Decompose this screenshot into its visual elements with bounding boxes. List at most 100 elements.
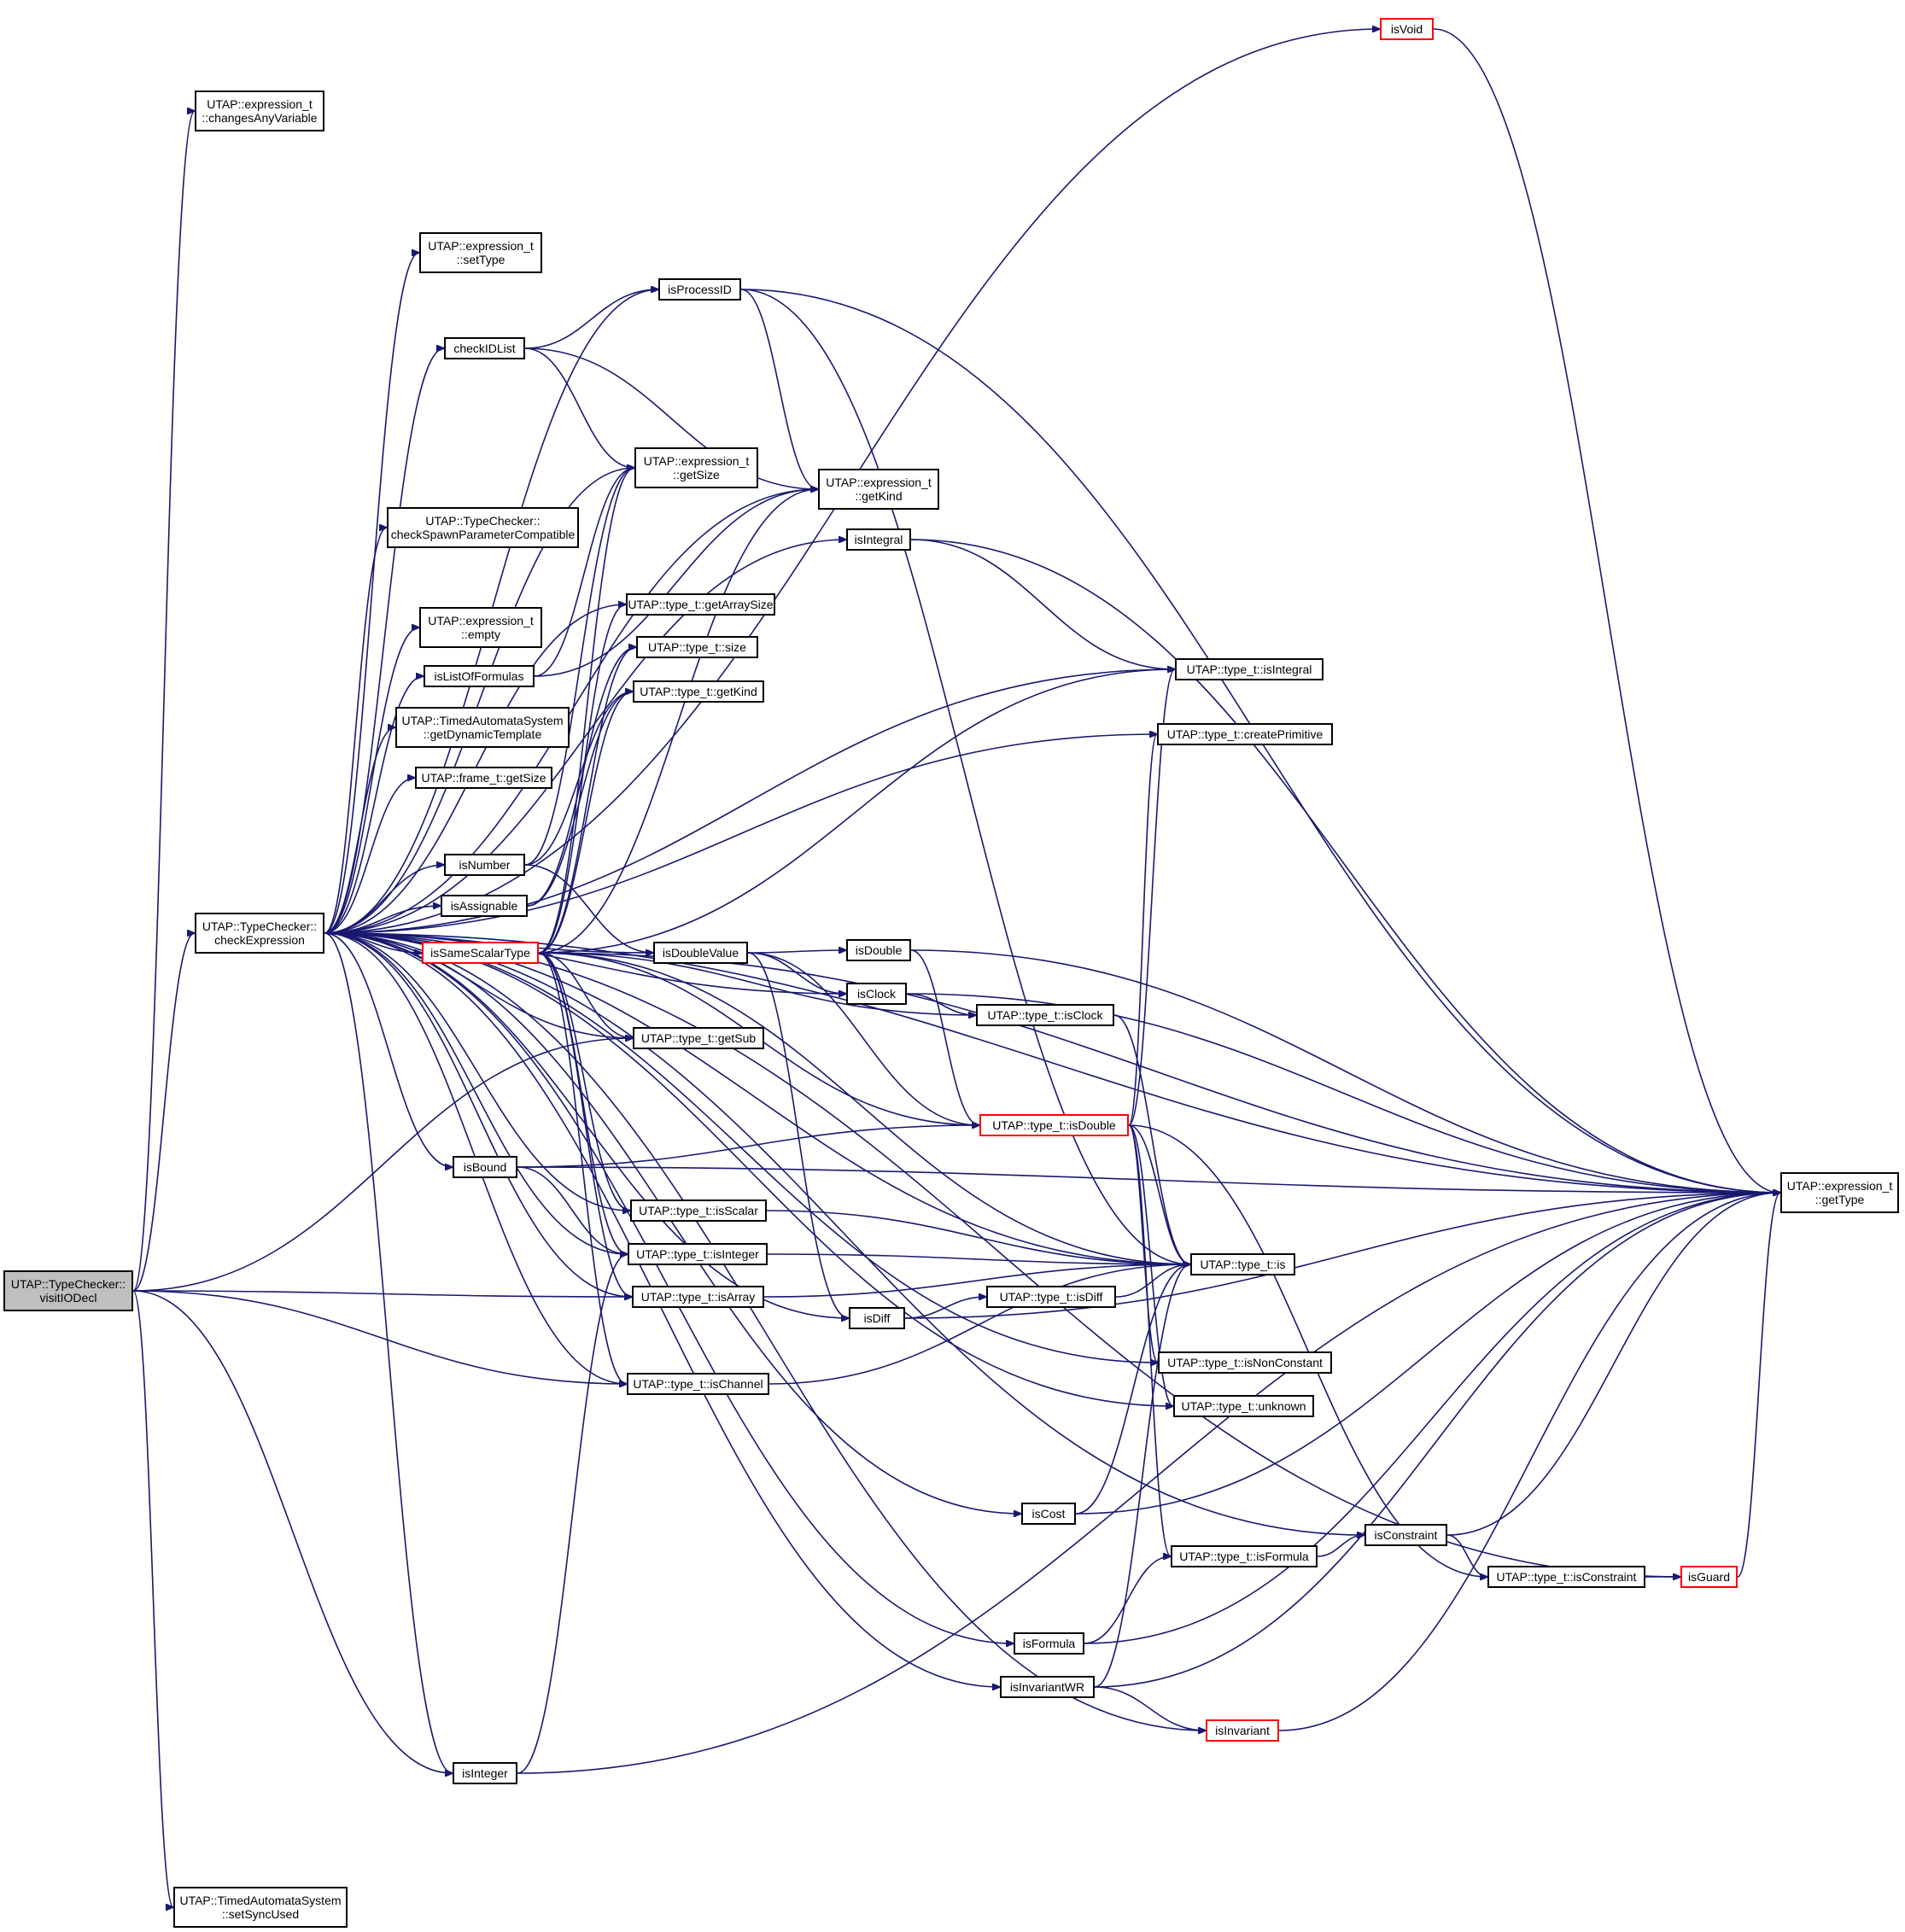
node-label-line: isGuard [1687, 1570, 1731, 1584]
edge-typeIsDouble-to-typeIsIntegral [1128, 669, 1175, 1126]
node-label-line: ::getDynamicTemplate [423, 727, 542, 741]
node-isBound[interactable]: isBound [453, 1156, 517, 1178]
node-typeIs[interactable]: UTAP::type_t::is [1190, 1253, 1295, 1275]
edge-isDouble-to-exprGetType [910, 949, 1780, 1193]
node-typeIsArray[interactable]: UTAP::type_t::isArray [632, 1286, 764, 1308]
node-checkExpression[interactable]: UTAP::TypeChecker::checkExpression [195, 913, 324, 954]
node-isDoubleValue[interactable]: isDoubleValue [653, 942, 748, 964]
edge-typeIsDouble-to-createPrimitive [1128, 734, 1157, 1126]
node-label-line: isDouble [855, 943, 903, 957]
node-isGuard[interactable]: isGuard [1680, 1566, 1738, 1588]
node-label-line: UTAP::expression_t [207, 97, 313, 111]
node-label-line: UTAP::type_t::isArray [640, 1290, 756, 1304]
node-isVoid[interactable]: isVoid [1380, 18, 1434, 40]
node-typeIsDiff[interactable]: UTAP::type_t::isDiff [986, 1286, 1116, 1308]
edge-isFormula-to-typeIsFormula [1084, 1556, 1171, 1644]
node-typeGetSub[interactable]: UTAP::type_t::getSub [633, 1027, 764, 1049]
node-isSameScalarType[interactable]: isSameScalarType [422, 942, 539, 964]
node-setSyncUsed[interactable]: UTAP::TimedAutomataSystem::setSyncUsed [173, 1887, 348, 1928]
edge-isConstraint-to-exprGetType [1446, 1193, 1780, 1536]
edge-isSameScalarType-to-getArraySize [538, 604, 626, 954]
node-typeIsChannel[interactable]: UTAP::type_t::isChannel [627, 1373, 769, 1395]
node-isIntegral[interactable]: isIntegral [846, 528, 911, 551]
node-label-line: checkIDList [453, 341, 516, 355]
node-isFormula[interactable]: isFormula [1014, 1632, 1084, 1655]
edge-typeIsScalar-to-typeIs [766, 1210, 1190, 1264]
node-frameGetSize[interactable]: UTAP::frame_t::getSize [415, 767, 552, 789]
node-label-line: UTAP::expression_t [428, 239, 534, 253]
node-changesAnyVariable[interactable]: UTAP::expression_t::changesAnyVariable [195, 90, 324, 131]
node-createPrimitive[interactable]: UTAP::type_t::createPrimitive [1157, 723, 1333, 745]
edge-isBound-to-typeIsDouble [517, 1125, 979, 1168]
node-label-line: isDoubleValue [662, 946, 739, 960]
edge-isCost-to-typeIs [1075, 1264, 1190, 1515]
node-typeGetKind[interactable]: UTAP::type_t::getKind [633, 680, 764, 703]
node-typeIsScalar[interactable]: UTAP::type_t::isScalar [630, 1199, 767, 1222]
node-label-line: UTAP::type_t::getArraySize [628, 598, 774, 611]
node-label-line: UTAP::type_t::createPrimitive [1166, 727, 1324, 741]
node-checkIDList[interactable]: checkIDList [444, 337, 525, 359]
edge-isDoubleValue-to-isDouble [747, 950, 846, 953]
edge-checkExpression-to-createPrimitive [324, 734, 1157, 934]
node-label-line: UTAP::type_t::isDouble [992, 1118, 1116, 1132]
node-typeIsNonConstant[interactable]: UTAP::type_t::isNonConstant [1158, 1351, 1332, 1374]
edge-isDouble-to-typeIsDouble [910, 949, 979, 1125]
node-label-line: checkExpression [214, 933, 305, 947]
node-isCost[interactable]: isCost [1021, 1503, 1076, 1525]
edge-visitIODecl-to-typeGetSub [132, 1038, 633, 1292]
node-typeIsInteger[interactable]: UTAP::type_t::isInteger [628, 1243, 768, 1265]
edge-checkExpression-to-typeIsInteger [324, 932, 628, 1254]
edge-isBound-to-typeIsInteger [517, 1166, 628, 1254]
node-getDynamicTemplate[interactable]: UTAP::TimedAutomataSystem::getDynamicTem… [395, 707, 570, 748]
node-isNumber[interactable]: isNumber [444, 854, 525, 876]
node-typeIsClock[interactable]: UTAP::type_t::isClock [976, 1004, 1114, 1026]
edge-isIntegral-to-typeIsIntegral [910, 539, 1175, 669]
node-label-line: isInteger [462, 1766, 508, 1780]
node-label-line: UTAP::expression_t [643, 454, 750, 468]
node-exprGetType[interactable]: UTAP::expression_t::getType [1780, 1172, 1899, 1213]
edge-isNumber-to-isDoubleValue [524, 864, 653, 953]
edge-typeIsClock-to-typeIs [1113, 1014, 1190, 1264]
node-isInvariantWR[interactable]: isInvariantWR [1000, 1676, 1095, 1698]
node-label-line: UTAP::TypeChecker:: [202, 919, 318, 933]
node-label-line: UTAP::type_t::is [1200, 1258, 1286, 1271]
node-exprEmpty[interactable]: UTAP::expression_t::empty [419, 607, 542, 648]
node-isAssignable[interactable]: isAssignable [441, 895, 528, 917]
node-label-line: ::getSize [673, 468, 720, 482]
edge-visitIODecl-to-isIntegerFn [132, 1290, 453, 1773]
node-label-line: isDiff [863, 1311, 891, 1325]
node-getArraySize[interactable]: UTAP::type_t::getArraySize [626, 593, 775, 616]
node-label-line: isFormula [1022, 1637, 1076, 1650]
node-isInvariant[interactable]: isInvariant [1206, 1719, 1279, 1742]
node-label-line: UTAP::type_t::isClock [987, 1008, 1103, 1022]
node-typeUnknown[interactable]: UTAP::type_t::unknown [1173, 1395, 1314, 1417]
edge-isFormula-to-exprGetType [1084, 1193, 1780, 1644]
node-isListOfFormulas[interactable]: isListOfFormulas [424, 665, 535, 687]
node-isProcessID[interactable]: isProcessID [658, 278, 741, 301]
node-typeSize[interactable]: UTAP::type_t::size [636, 636, 758, 658]
node-isIntegerFn[interactable]: isInteger [453, 1762, 517, 1784]
edge-checkExpression-to-exprGetKind [324, 489, 818, 934]
node-isConstraint[interactable]: isConstraint [1364, 1524, 1447, 1546]
edge-visitIODecl-to-checkExpression [132, 933, 195, 1292]
node-label-line: isAssignable [450, 899, 518, 913]
node-exprGetKind[interactable]: UTAP::expression_t::getKind [818, 469, 939, 510]
node-label-line: ::changesAnyVariable [202, 111, 318, 125]
node-checkSpawn[interactable]: UTAP::TypeChecker::checkSpawnParameterCo… [387, 507, 579, 548]
node-label-line: isConstraint [1374, 1528, 1438, 1542]
node-typeIsIntegral[interactable]: UTAP::type_t::isIntegral [1175, 658, 1324, 680]
node-typeIsFormula[interactable]: UTAP::type_t::isFormula [1171, 1545, 1318, 1567]
node-isDouble[interactable]: isDouble [846, 939, 911, 961]
node-isDiff[interactable]: isDiff [849, 1307, 905, 1329]
edge-isIntegral-to-exprGetType [910, 539, 1780, 1193]
edge-isSameScalarType-to-typeIsArray [538, 952, 632, 1297]
node-typeIsDouble[interactable]: UTAP::type_t::isDouble [979, 1114, 1129, 1136]
edge-isProcessID-to-typeIs [740, 289, 1190, 1264]
edge-isDiff-to-exprGetType [904, 1193, 1780, 1319]
node-isClock[interactable]: isClock [846, 983, 907, 1005]
node-typeIsConstraint[interactable]: UTAP::type_t::isConstraint [1487, 1566, 1645, 1588]
node-setType[interactable]: UTAP::expression_t::setType [419, 232, 542, 273]
node-label-line: UTAP::type_t::isNonConstant [1167, 1356, 1323, 1369]
edge-typeIsInteger-to-typeIs [767, 1253, 1190, 1264]
node-exprGetSize[interactable]: UTAP::expression_t::getSize [634, 447, 758, 488]
